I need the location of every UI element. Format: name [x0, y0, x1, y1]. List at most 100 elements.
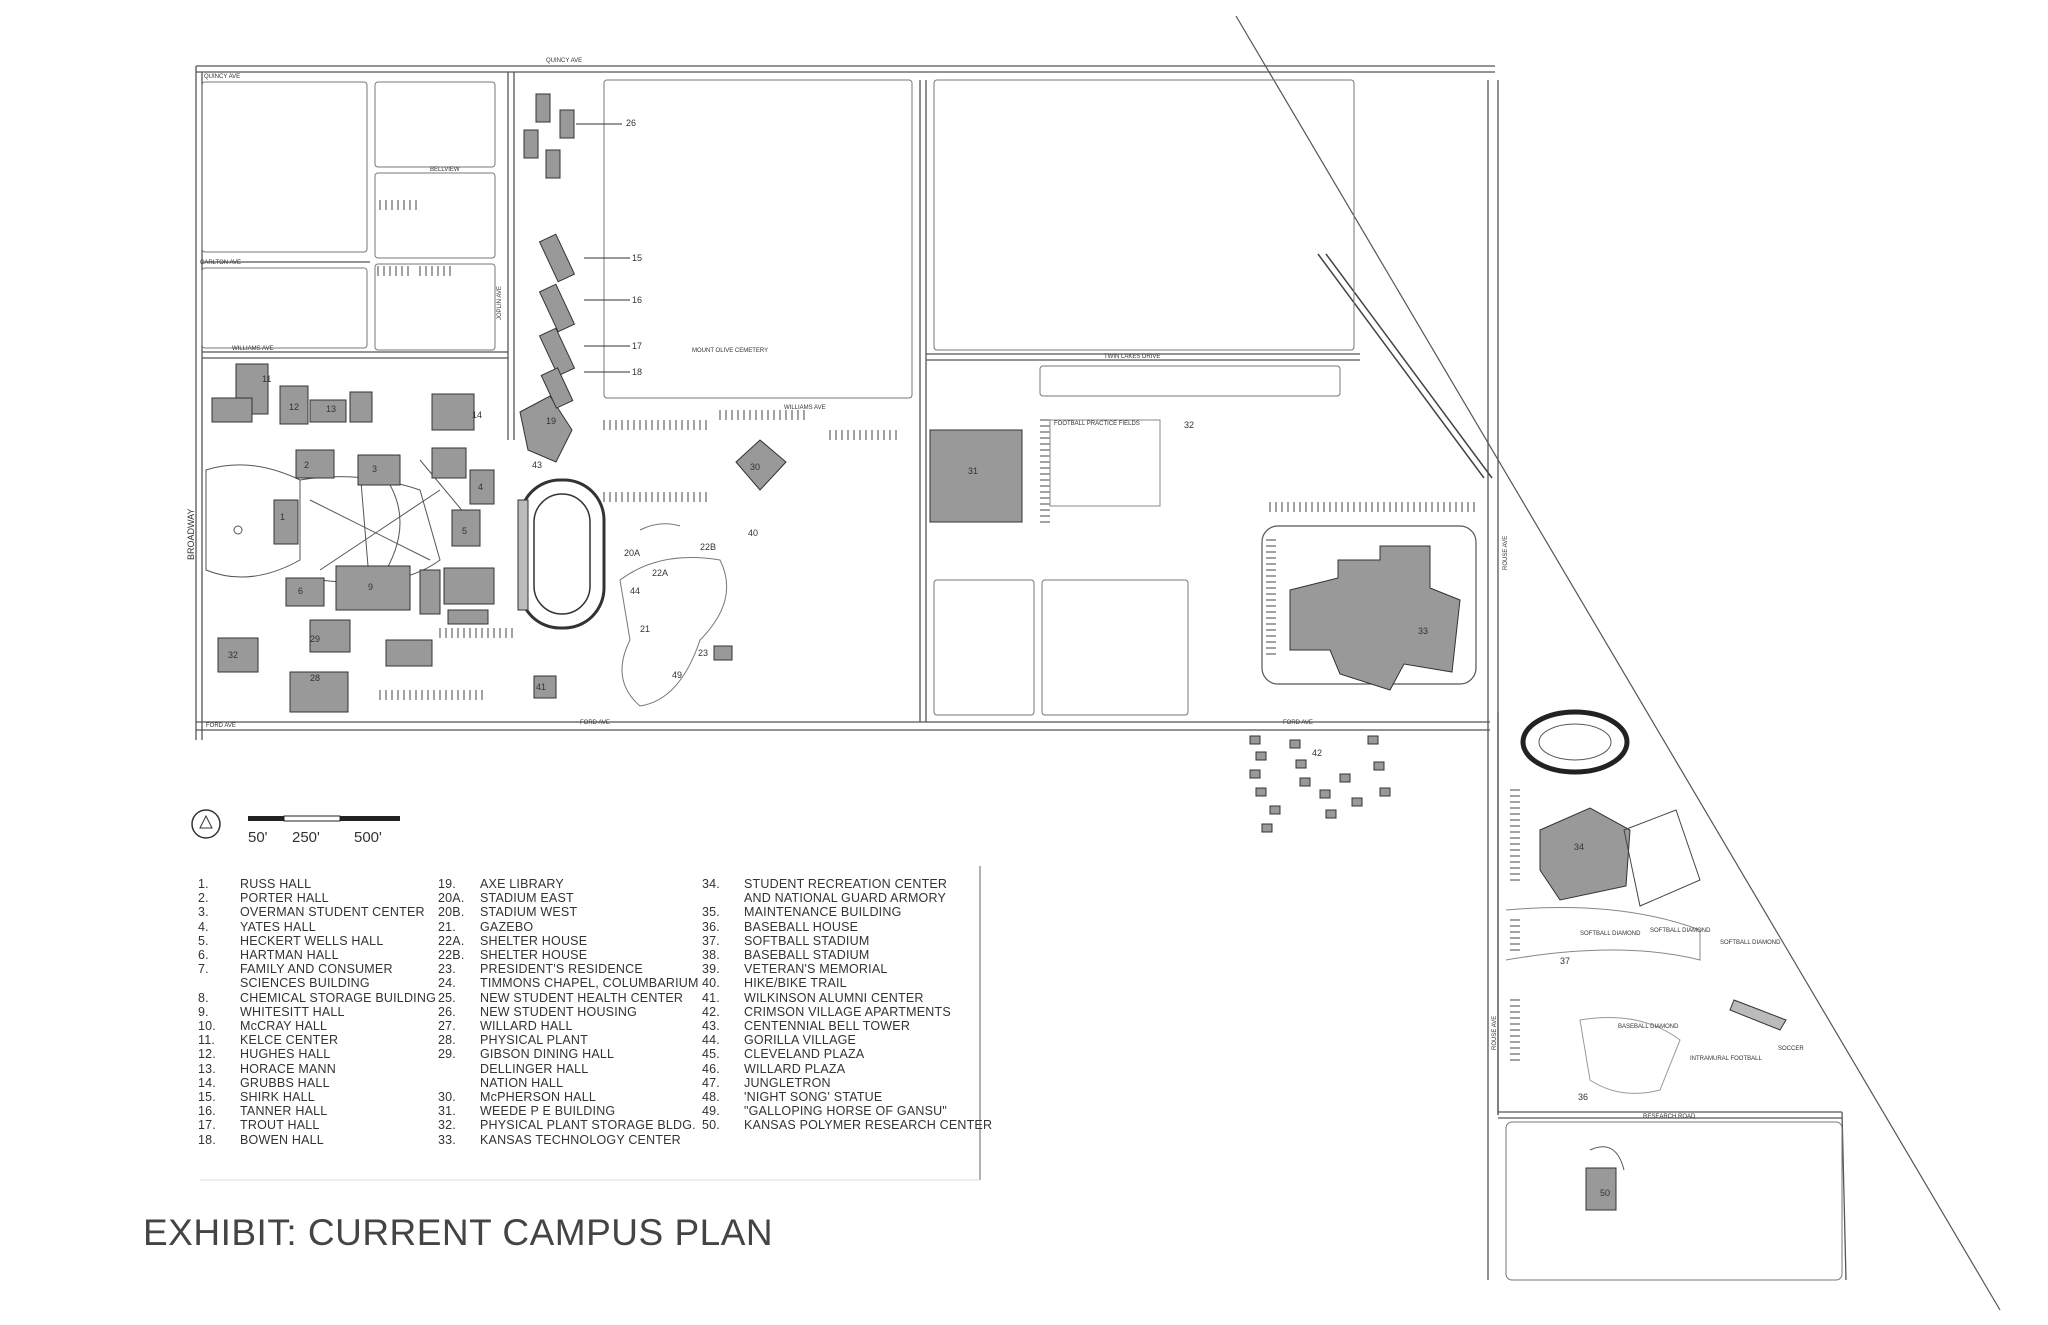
legend-entry: 17.TROUT HALL — [198, 1118, 436, 1132]
legend-entry-name: FAMILY AND CONSUMER — [240, 962, 393, 977]
legend-entry-number: 37. — [702, 933, 720, 948]
legend-entry-name: GAZEBO — [480, 919, 534, 934]
legend-entry-number: 27. — [438, 1019, 456, 1034]
legend-entry-number: 8. — [198, 990, 209, 1005]
legend-entry-number: 5. — [198, 933, 209, 948]
legend-entry-name: OVERMAN STUDENT CENTER — [240, 905, 425, 920]
legend-entry-name: WHITESITT HALL — [240, 1004, 345, 1019]
block-outlines — [201, 79, 1843, 1281]
legend-entry-number: 15. — [198, 1090, 216, 1105]
cemetery-label: MOUNT OLIVE CEMETERY — [692, 348, 768, 354]
bldg-num-3: 3 — [372, 464, 377, 474]
street-label-bellview: BELLVIEW — [430, 167, 460, 173]
legend-entry: 21.GAZEBO — [438, 920, 699, 934]
legend-entry-name: McCRAY HALL — [240, 1019, 328, 1034]
legend-entry: 33.KANSAS TECHNOLOGY CENTER — [438, 1133, 699, 1147]
legend-entry-name: BOWEN HALL — [240, 1132, 324, 1147]
legend-entry-name: KANSAS POLYMER RESEARCH CENTER — [744, 1118, 993, 1133]
bldg-num-17: 17 — [632, 341, 642, 351]
street-label-williams-mid: WILLIAMS AVE — [784, 405, 826, 411]
legend-entry-name: WILLARD HALL — [480, 1019, 573, 1034]
legend-entry: 14.GRUBBS HALL — [198, 1076, 436, 1090]
buildings-main-campus — [211, 363, 557, 713]
legend-entry: 23.PRESIDENT'S RESIDENCE — [438, 962, 699, 976]
bldg-num-5: 5 — [462, 526, 467, 536]
bldg-num-11: 11 — [262, 374, 271, 384]
legend-entry-name: VETERAN'S MEMORIAL — [744, 962, 888, 977]
legend-entry-name: MAINTENANCE BUILDING — [744, 905, 902, 920]
legend-entry: 10.McCRAY HALL — [198, 1019, 436, 1033]
legend-entry-name: TROUT HALL — [240, 1118, 320, 1133]
legend-entry: 39.VETERAN'S MEMORIAL — [702, 962, 992, 976]
legend-entry: 49."GALLOPING HORSE OF GANSU" — [702, 1104, 992, 1118]
legend-entry-name: NEW STUDENT HEALTH CENTER — [480, 990, 684, 1005]
scale-bar: 50' 250' 500' — [248, 815, 400, 846]
legend-entry: 34.STUDENT RECREATION CENTER — [702, 877, 992, 891]
legend-entry-name: HUGHES HALL — [240, 1047, 331, 1062]
legend-entry-number: 14. — [198, 1075, 216, 1090]
legend-entry-name: PORTER HALL — [240, 891, 329, 906]
legend-entry-number — [702, 891, 744, 905]
legend-entry: 20A. STADIUM EAST — [438, 891, 699, 905]
street-label-ford-mid: FORD AVE — [580, 720, 610, 726]
legend-entry-name: CHEMICAL STORAGE BUILDING — [240, 990, 437, 1005]
legend-entry-number: 20A. — [438, 891, 465, 906]
legend-entry-name: GORILLA VILLAGE — [744, 1033, 857, 1048]
legend-entry: 18. BOWEN HALL — [198, 1133, 436, 1147]
legend-entry-number — [198, 976, 240, 990]
building-number-labels: 11 13 12 14 2 3 4 5 1 6 9 32 28 29 41 26… — [228, 118, 1610, 1198]
legend-entry: SCIENCES BUILDING — [198, 976, 436, 990]
bldg-num-43: 43 — [532, 460, 542, 470]
legend-entry: 50.KANSAS POLYMER RESEARCH CENTER — [702, 1118, 992, 1132]
legend-entry-number: 23. — [438, 962, 456, 977]
legend-entry-name: STADIUM EAST — [480, 891, 574, 906]
legend-entry-number: 7. — [198, 962, 209, 977]
legend-entry-name: PHYSICAL PLANT — [480, 1033, 588, 1048]
legend-entry-number: 18. — [198, 1132, 216, 1147]
legend-entry-name: KELCE CENTER — [240, 1033, 339, 1048]
legend-entry-name: AND NATIONAL GUARD ARMORY — [744, 891, 947, 906]
legend-entry: 32.PHYSICAL PLANT STORAGE BLDG. — [438, 1118, 699, 1132]
legend-entry-number: 20B. — [438, 905, 465, 920]
legend-entry-number: 36. — [702, 919, 720, 934]
street-label-twin-lakes: TWIN LAKES DRIVE — [1104, 354, 1160, 360]
bldg-num-33: 33 — [1418, 626, 1428, 636]
bldg-num-16: 16 — [632, 295, 642, 305]
legend-entry: 36. BASEBALL HOUSE — [702, 920, 992, 934]
legend-entry: 12.HUGHES HALL — [198, 1047, 436, 1061]
legend-entry-number: 29. — [438, 1047, 456, 1062]
legend-entry: 31.WEEDE P E BUILDING — [438, 1104, 699, 1118]
legend-entry-number: 32. — [438, 1118, 456, 1133]
legend-entry-name: WEEDE P E BUILDING — [480, 1104, 616, 1119]
legend-entry: 15.SHIRK HALL — [198, 1090, 436, 1104]
legend-entry-number: 42. — [702, 1004, 720, 1019]
bldg-num-28: 28 — [310, 673, 320, 683]
legend-entry-number: 33. — [438, 1132, 456, 1147]
baseball-diamond-label: BASEBALL DIAMOND — [1618, 1024, 1679, 1030]
legend-entry-name: BASEBALL HOUSE — [744, 919, 859, 934]
street-label-joplin: JOPLIN AVE — [497, 286, 503, 320]
legend-entry-name: WILKINSON ALUMNI CENTER — [744, 990, 924, 1005]
bldg-num-18: 18 — [632, 367, 642, 377]
legend-entry-name: JUNGLETRON — [744, 1075, 831, 1090]
bldg-num-26: 26 — [626, 118, 636, 128]
legend-entry-number: 40. — [702, 976, 720, 991]
legend-entry: 3.OVERMAN STUDENT CENTER — [198, 905, 436, 919]
leader-lines — [576, 123, 630, 373]
legend-entry-name: NEW STUDENT HOUSING — [480, 1004, 638, 1019]
bldg-num-13: 13 — [326, 404, 336, 414]
bldg-num-44: 44 — [630, 586, 640, 596]
kansas-technology-center — [1261, 525, 1477, 691]
scale-label-500: 500' — [354, 829, 382, 846]
legend-entry: 19.AXE LIBRARY — [438, 877, 699, 891]
legend-entry-name: HECKERT WELLS HALL — [240, 933, 384, 948]
bldg-num-21: 21 — [640, 624, 650, 634]
legend-entry-name: STUDENT RECREATION CENTER — [744, 877, 948, 891]
practice-fields-label: FOOTBALL PRACTICE FIELDS — [1054, 421, 1140, 427]
bldg-num-29: 29 — [310, 634, 320, 644]
legend-entry-name: "GALLOPING HORSE OF GANSU" — [744, 1104, 948, 1119]
